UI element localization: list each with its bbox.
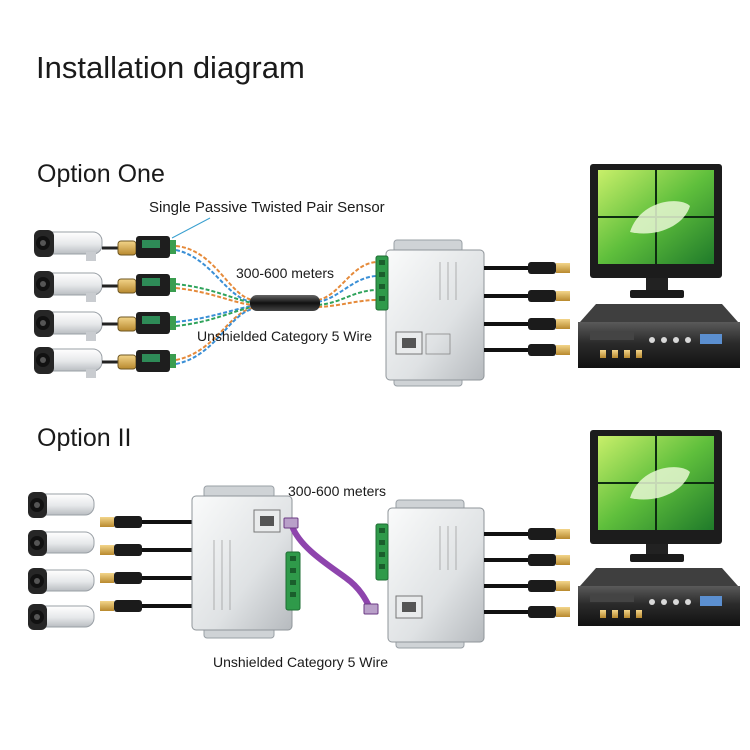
bnc-outputs (484, 262, 570, 356)
passive-balun (102, 350, 176, 372)
distance-label: 300-600 meters (288, 483, 387, 499)
passive-balun (102, 312, 176, 334)
passive-balun (102, 236, 176, 258)
sensor-label: Single Passive Twisted Pair Sensor (149, 199, 385, 216)
sensor-pointer-line (171, 217, 211, 239)
rj45-connector (283, 517, 299, 529)
cat5-patch-cable (289, 523, 373, 611)
page-title: Installation diagram (36, 50, 305, 85)
camera (34, 310, 103, 341)
camera (34, 230, 103, 261)
distance-label: 300-600 meters (236, 265, 335, 281)
option-two-heading: Option II (37, 424, 132, 452)
camera (28, 604, 95, 630)
monitor (590, 164, 722, 298)
rj45-connector (363, 603, 379, 615)
option-two-cameras (28, 492, 95, 630)
camera (28, 568, 95, 594)
video-hub (375, 239, 485, 387)
option-one-baluns (102, 236, 176, 372)
wire-label: Unshielded Category 5 Wire (197, 328, 373, 344)
monitor (590, 430, 722, 562)
option-one-cameras (34, 230, 103, 378)
camera (34, 347, 103, 378)
camera (34, 271, 103, 302)
dvr-recorder (578, 568, 740, 626)
twisted-pair-wires (175, 245, 379, 365)
video-hub (375, 499, 485, 649)
cat5-cable-bundle (250, 295, 320, 311)
dvr-recorder (578, 304, 740, 368)
camera (28, 530, 95, 556)
bnc-outputs (484, 528, 570, 618)
bnc-inputs (100, 516, 192, 612)
option-one-heading: Option One (37, 160, 165, 188)
video-hub (191, 485, 301, 639)
camera (28, 492, 95, 518)
wire-label: Unshielded Category 5 Wire (213, 654, 389, 670)
passive-balun (102, 274, 176, 296)
